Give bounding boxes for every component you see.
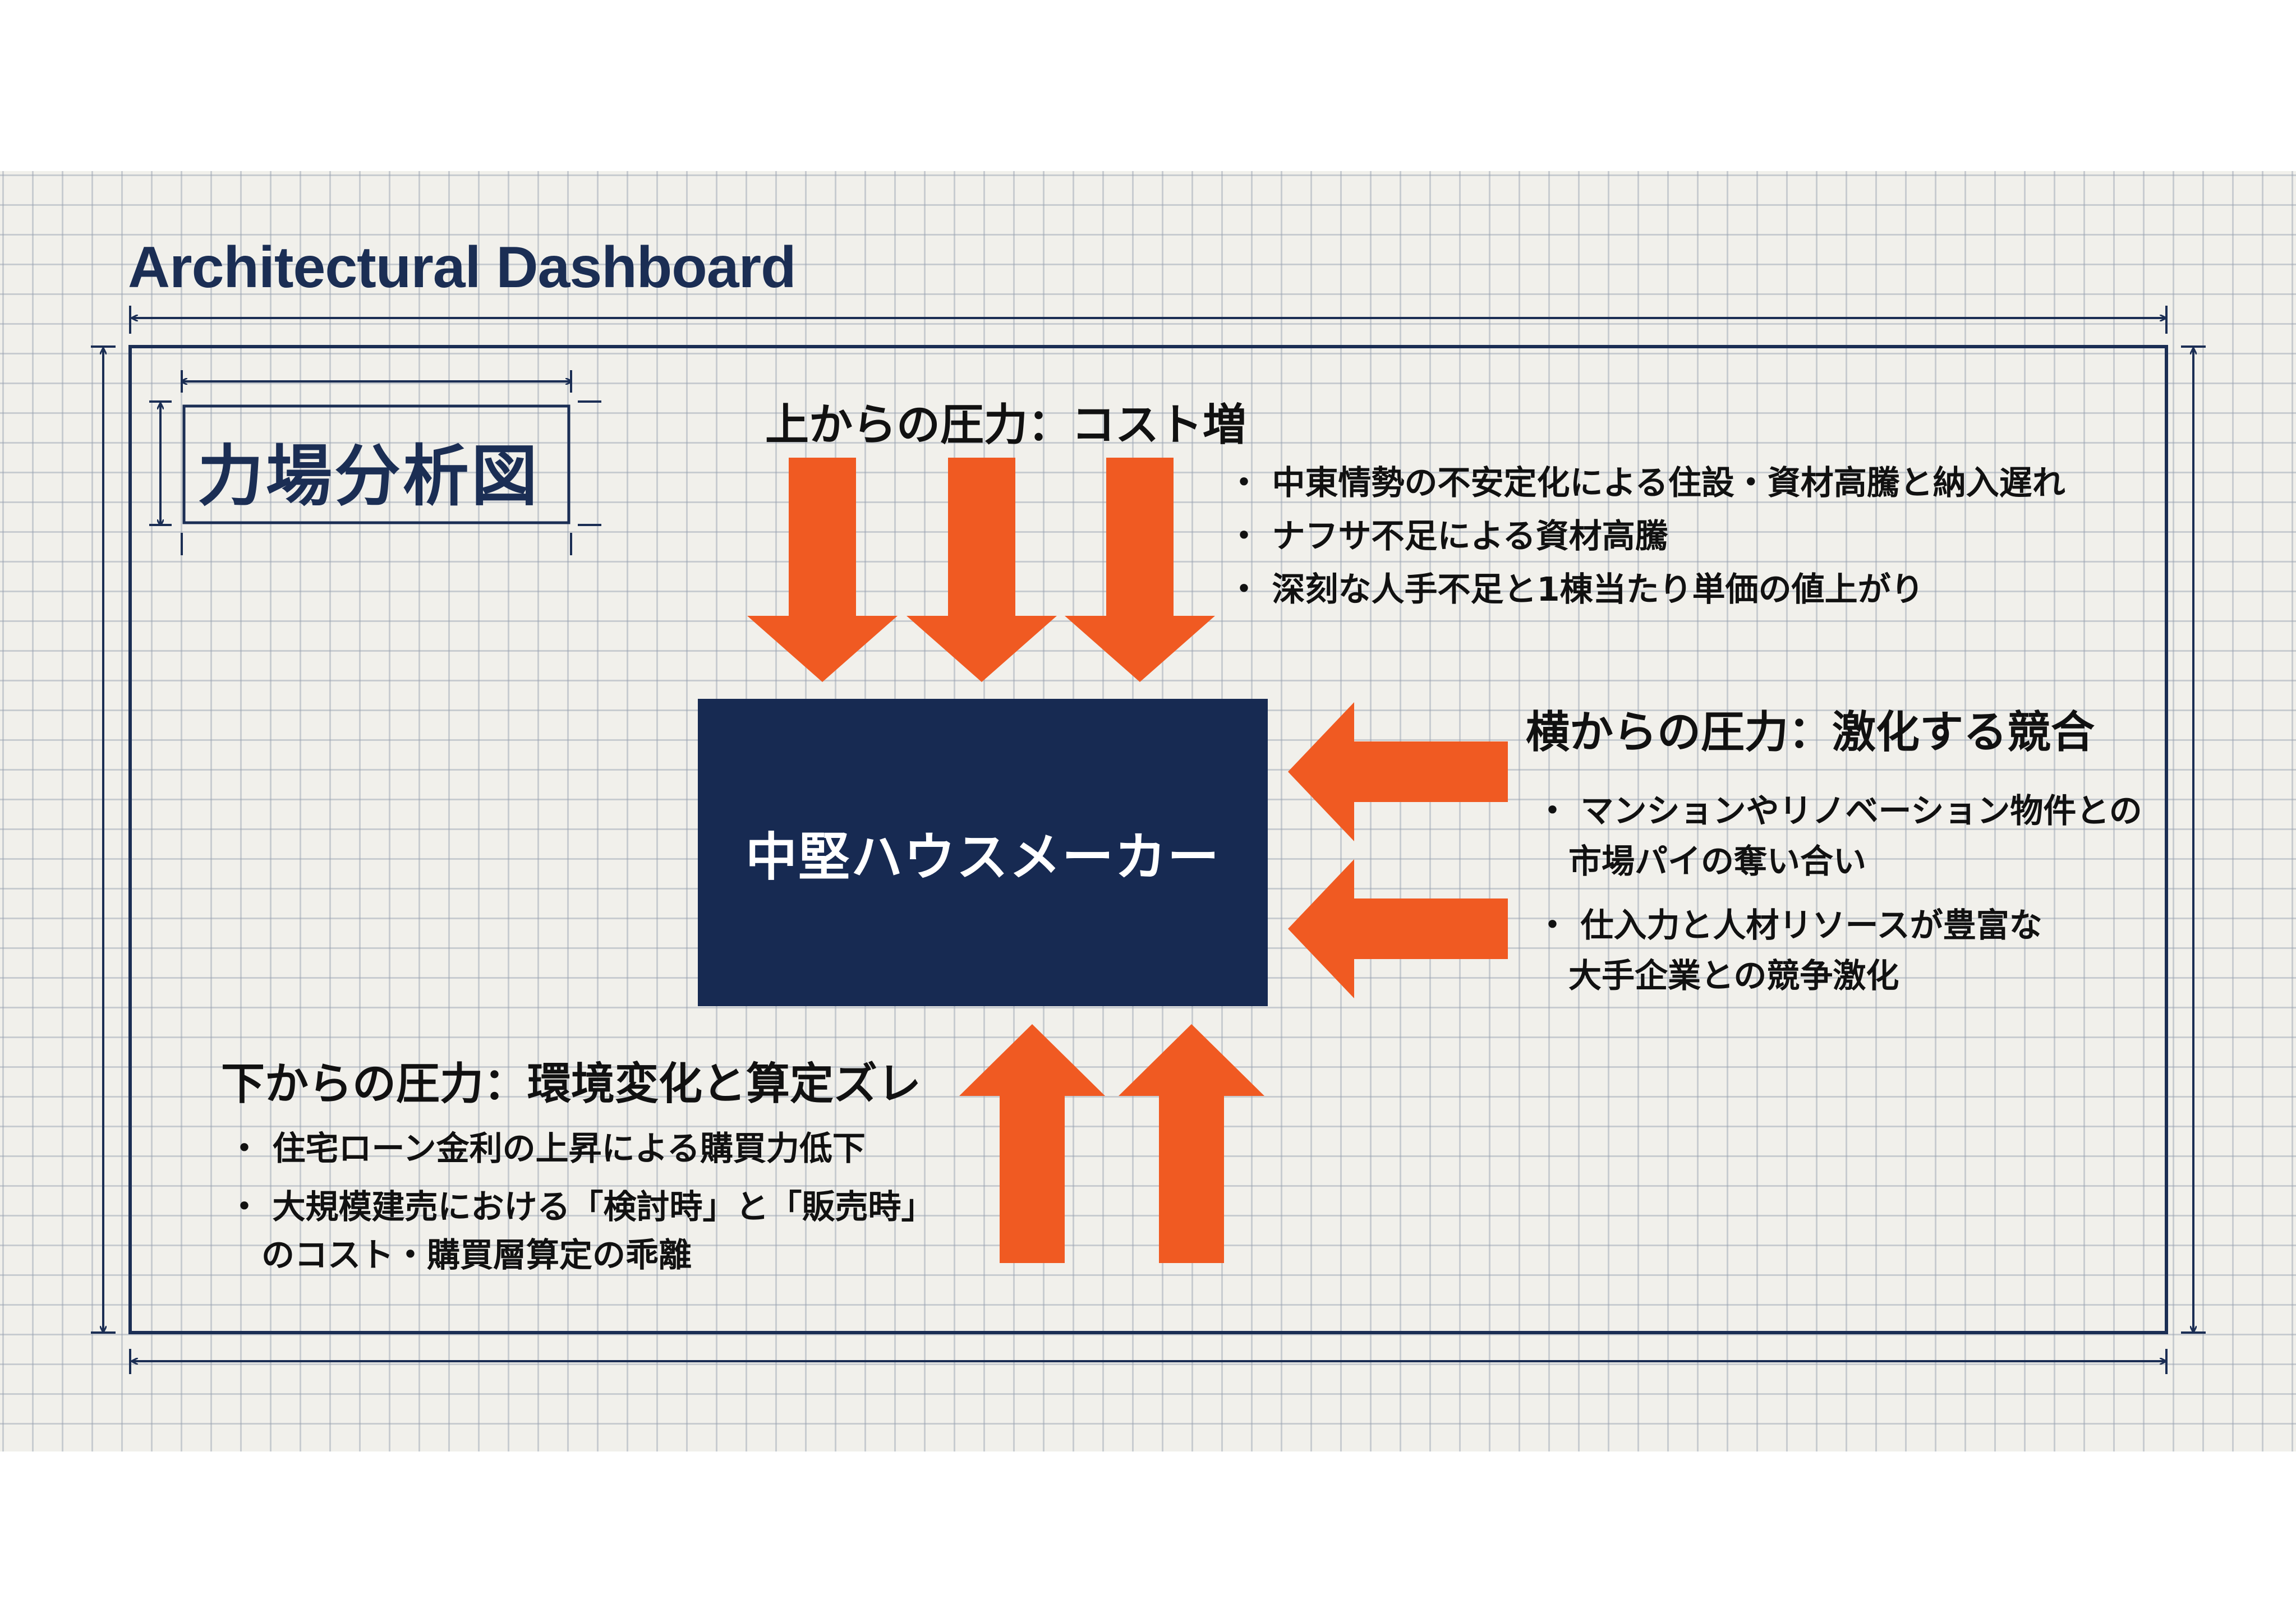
top-pressure-heading: 上からの圧力：コスト増 [765,400,1247,450]
top-bullet-1: ・ 中東情勢の不安定化による住設・資材高騰と納入遅れ [1227,463,2065,502]
bottom-pressure-heading: 下からの圧力：環境変化と算定ズレ [221,1059,922,1109]
arrow-down-2 [907,458,1057,682]
side-bullet-2-line1: ・ 仕入力と人材リソースが豊富な [1536,906,2042,944]
side-pressure-heading: 横からの圧力：激化する競合 [1526,707,2095,758]
arrow-up-2 [1119,1024,1264,1263]
main-frame [128,345,2168,1334]
arrow-left-1 [1288,702,1508,841]
top-bullet-3: ・ 深刻な人手不足と1棟当たり単価の値上がり [1227,570,1924,609]
label-box-dimensions [149,370,601,555]
side-pressure-arrows [1288,702,1508,998]
dashboard-title: Architectural Dashboard [128,235,797,300]
dimension-lines [91,306,2206,1374]
arrow-down-1 [747,458,898,682]
diagram-label: 力場分析図 [197,437,540,515]
bottom-bullet-2-line1: ・ 大規模建売における「検討時」と「販売時」 [228,1187,935,1226]
center-entity-label: 中堅ハウスメーカー [745,827,1220,887]
bottom-pressure-arrows [959,1024,1264,1263]
top-bullet-2: ・ ナフサ不足による資材高騰 [1227,517,1668,555]
arrow-down-3 [1065,458,1215,682]
arrow-left-2 [1288,859,1508,998]
label-box [182,404,570,524]
bottom-bullet-1: ・ 住宅ローン金利の上昇による購買力低下 [228,1129,866,1168]
bottom-bullet-2-line2: のコスト・購買層算定の乖離 [261,1236,692,1274]
center-entity-box: 中堅ハウスメーカー [698,699,1268,1006]
top-pressure-arrows [747,458,1215,682]
side-bullet-2-line2: 大手企業との競争激化 [1568,956,1899,995]
side-bullet-1-line2: 市場パイの奪い合い [1568,842,1867,881]
side-bullet-1-line1: ・ マンションやリノベーション物件との [1536,791,2142,830]
arrow-up-1 [959,1024,1105,1263]
